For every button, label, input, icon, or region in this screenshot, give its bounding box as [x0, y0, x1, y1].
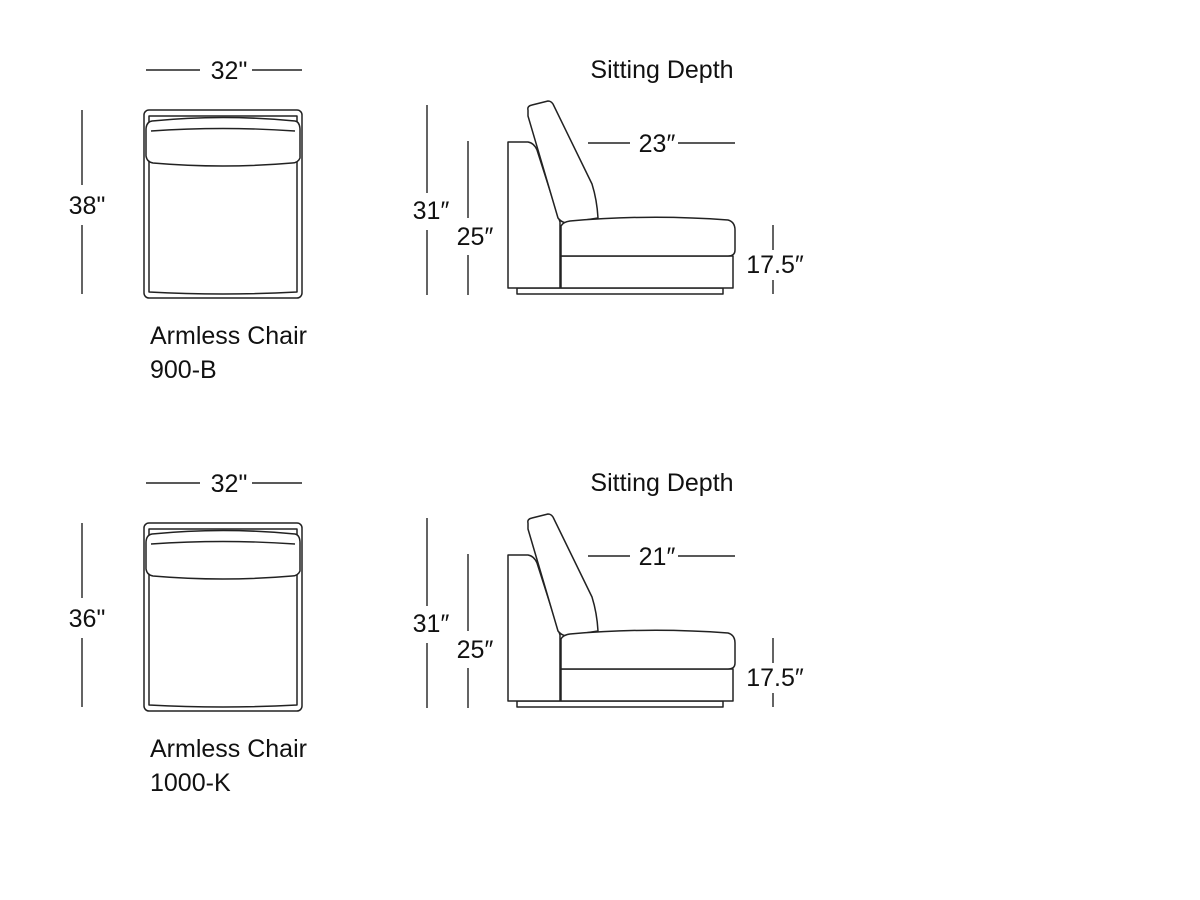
- back-cushion-top: [145, 529, 301, 580]
- chair-name: Armless Chair: [150, 735, 307, 763]
- back-cushion-seam: [150, 127, 296, 132]
- back-height-label: 25″: [457, 223, 494, 251]
- sitting-depth-label: 21″: [639, 543, 676, 571]
- back-frame: [507, 141, 561, 289]
- back-cushion-seam: [150, 540, 296, 545]
- seat-base: [560, 668, 734, 702]
- back-cushion: [527, 513, 599, 637]
- chair-spec-1000-k: 32" 36" Armless Chair 1000-K Sitting Depth 31…: [69, 469, 804, 797]
- seat-cushion: [560, 629, 736, 670]
- width-label: 32": [211, 470, 248, 498]
- back-cushion-top: [145, 116, 301, 167]
- overall-height-label: 31″: [413, 610, 450, 638]
- base-plinth: [516, 700, 724, 708]
- base-plinth: [516, 287, 724, 295]
- chair-spec-900-b: 32" 38" Armless Chair 900-B Sitting Depth 31″…: [69, 56, 804, 384]
- chair-model: 1000-K: [150, 769, 231, 797]
- section-title: Sitting Depth: [590, 56, 733, 84]
- seat-height-label: 17.5″: [746, 251, 804, 279]
- seat-height-label: 17.5″: [746, 664, 804, 692]
- chair-model: 900-B: [150, 356, 217, 384]
- back-cushion: [527, 100, 599, 224]
- sitting-depth-label: 23″: [639, 130, 676, 158]
- chair-name: Armless Chair: [150, 322, 307, 350]
- back-frame: [507, 554, 561, 702]
- width-label: 32": [211, 57, 248, 85]
- back-height-label: 25″: [457, 636, 494, 664]
- depth-label: 38": [69, 192, 106, 220]
- seat-cushion: [560, 216, 736, 257]
- depth-label: 36": [69, 605, 106, 633]
- section-title: Sitting Depth: [590, 469, 733, 497]
- seat-base: [560, 255, 734, 289]
- overall-height-label: 31″: [413, 197, 450, 225]
